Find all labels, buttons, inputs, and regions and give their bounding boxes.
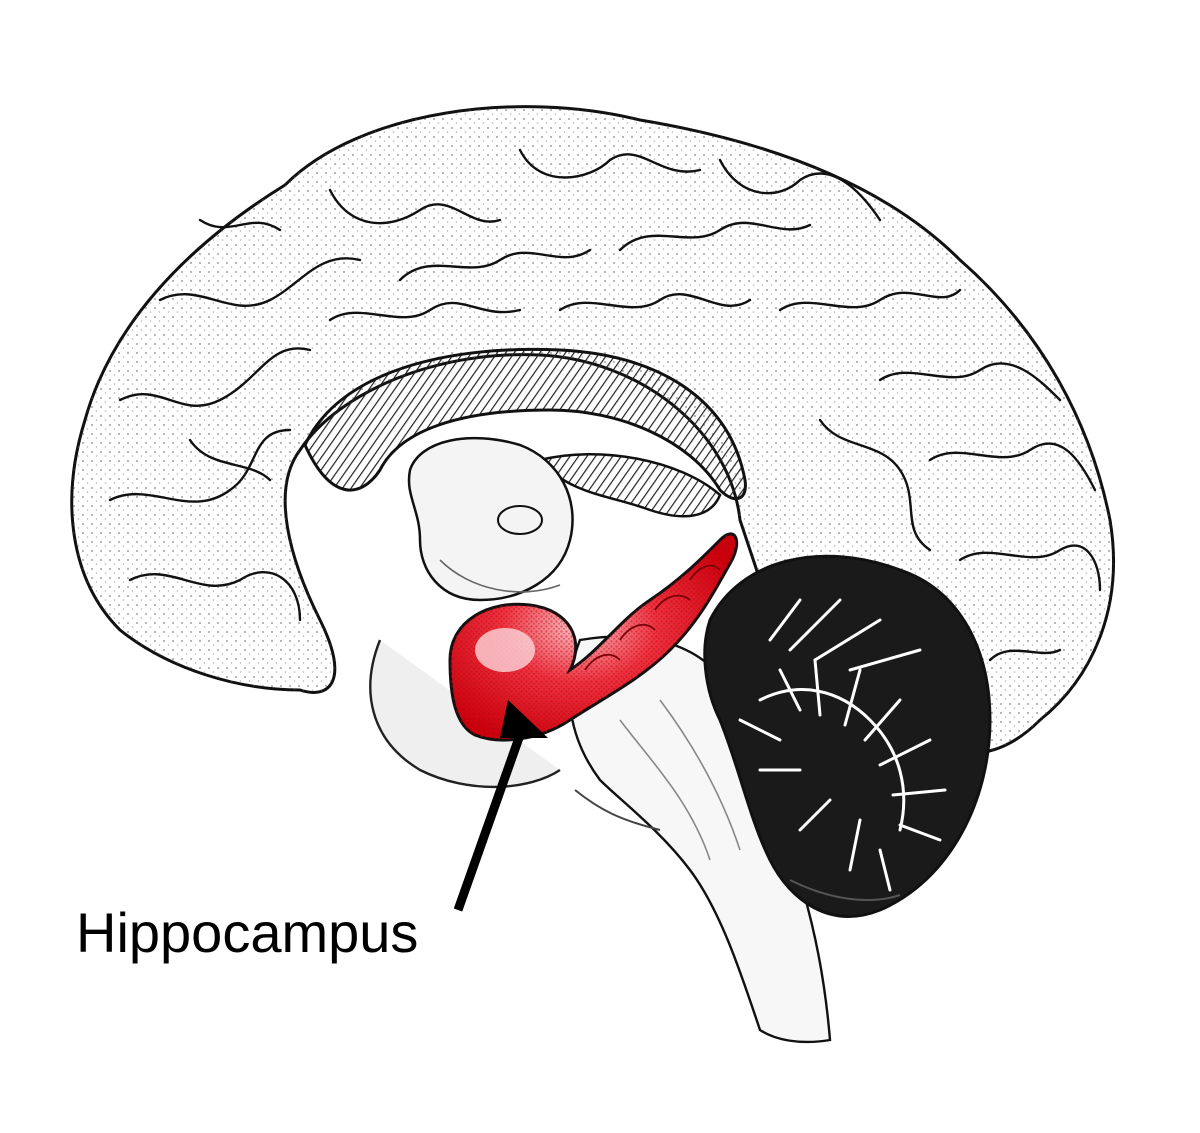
arrow-icon [453, 700, 548, 912]
cerebellum-icon [703, 554, 992, 918]
corpus-callosum-icon [303, 347, 747, 518]
hippocampus-label: Hippocampus [76, 901, 419, 964]
